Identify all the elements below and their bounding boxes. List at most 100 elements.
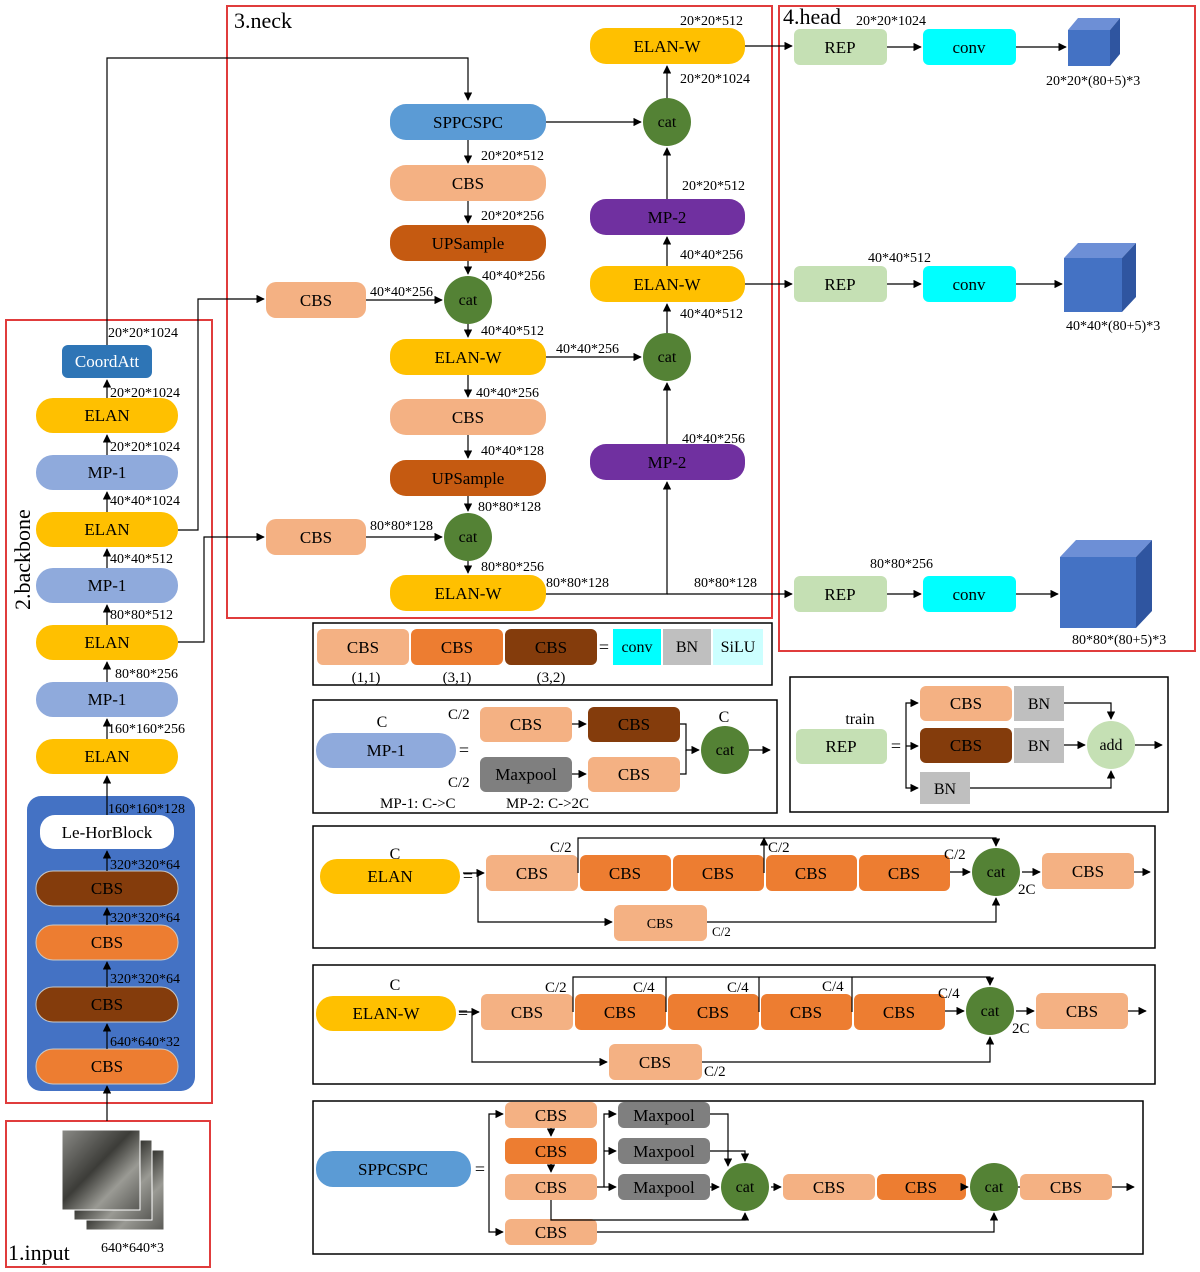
legend-mp-box bbox=[312, 699, 778, 814]
neck-size-r4: 20*20*512 bbox=[682, 179, 745, 194]
backbone-size-13: 20*20*1024 bbox=[108, 326, 178, 341]
neck-elanw-3: ELAN-W bbox=[590, 266, 745, 302]
legend-spp-equals: = bbox=[475, 1159, 485, 1179]
legend-spp-cat-2-label: cat bbox=[985, 1179, 1004, 1196]
legend-conv-label: conv bbox=[621, 639, 652, 656]
neck-cbs-left-1-label: CBS bbox=[300, 291, 332, 310]
legend-mp-note-2: MP-2: C->2C bbox=[506, 796, 589, 812]
head-output-cube-2 bbox=[1064, 243, 1136, 312]
legend-rep-bn-3-label: BN bbox=[934, 781, 957, 798]
legend-rep-equals: = bbox=[891, 736, 901, 756]
legend-elanw-cbs-bottom: CBS bbox=[609, 1044, 702, 1080]
legend-rep-bn-2: BN bbox=[1014, 728, 1064, 763]
legend-mp-arrows bbox=[572, 719, 771, 779]
head-rep-1: REP bbox=[794, 29, 887, 65]
neck-size-a5: 40*40*512 bbox=[481, 324, 544, 339]
legend-spp-cbs-5-label: CBS bbox=[813, 1178, 845, 1197]
neck-cbs-1-label: CBS bbox=[452, 174, 484, 193]
legend-rep-cbs-1-label: CBS bbox=[950, 694, 982, 713]
legend-elan-cbs-out-label: CBS bbox=[1072, 862, 1104, 881]
head-size-h2: 40*40*512 bbox=[868, 251, 931, 266]
legend-elanw-label-2c: 2C bbox=[1012, 1021, 1030, 1037]
neck-size-r3: 40*40*256 bbox=[680, 248, 743, 263]
neck-size-a10: 80*80*128 bbox=[370, 519, 433, 534]
head-rep-1-label: REP bbox=[824, 38, 855, 57]
head-section-label: 4.head bbox=[783, 4, 841, 29]
legend-elanw-cbs-bottom-label: CBS bbox=[639, 1053, 671, 1072]
legend-rep-bn-2-label: BN bbox=[1028, 738, 1051, 755]
legend-mp1: MP-1 bbox=[316, 733, 456, 768]
legend-elan-cbs-2: CBS bbox=[673, 855, 764, 891]
legend-elanw-cbs-0: CBS bbox=[481, 994, 573, 1030]
neck-size-a8: 40*40*128 bbox=[481, 444, 544, 459]
neck-upsample-1: UPSample bbox=[390, 225, 546, 261]
legend-mp-cbs-top2: CBS bbox=[588, 707, 680, 742]
legend-cbs-equals: = bbox=[599, 637, 609, 657]
legend-mp-cbs-top2-label: CBS bbox=[618, 715, 650, 734]
legend-spp-maxpool-2: Maxpool bbox=[618, 1138, 710, 1164]
backbone-elan-4: ELAN bbox=[36, 398, 178, 433]
backbone-cbs-3-label: CBS bbox=[91, 933, 123, 952]
legend-spp-cbs-3: CBS bbox=[505, 1174, 597, 1200]
legend-elan-cbs-1-label: CBS bbox=[609, 864, 641, 883]
legend-spp-maxpool-3-label: Maxpool bbox=[633, 1178, 695, 1197]
neck-size-r6: 20*20*512 bbox=[680, 14, 743, 29]
backbone-size-8: 80*80*512 bbox=[110, 608, 173, 623]
legend-elanw-label-bottom: C/2 bbox=[704, 1064, 726, 1080]
legend-elanw-cbs-1: CBS bbox=[575, 994, 666, 1030]
legend-elanw-cbs-2-label: CBS bbox=[697, 1003, 729, 1022]
backbone-elan-1: ELAN bbox=[36, 739, 178, 774]
backbone-size-12: 20*20*1024 bbox=[110, 386, 180, 401]
input-section-label: 1.input bbox=[8, 1240, 70, 1265]
legend-elan-arrows bbox=[463, 837, 1151, 927]
neck-cat-2-label: cat bbox=[459, 529, 478, 546]
legend-spp-cbs-6-label: CBS bbox=[905, 1178, 937, 1197]
head-size-h3: 80*80*128 bbox=[694, 576, 757, 591]
legend-mp1-label: MP-1 bbox=[367, 741, 406, 760]
neck-cbs-left-2: CBS bbox=[266, 519, 366, 555]
backbone-size-5: 160*160*128 bbox=[108, 802, 185, 817]
legend-mp-cat-label: cat bbox=[716, 742, 735, 759]
head-conv-1-label: conv bbox=[952, 38, 986, 57]
legend-spp-maxpool-1-label: Maxpool bbox=[633, 1106, 695, 1125]
legend-spp-cbs-2: CBS bbox=[505, 1138, 597, 1164]
legend-elan-block: ELAN bbox=[320, 859, 460, 894]
head-size-h1: 20*20*1024 bbox=[856, 14, 926, 29]
legend-elan-cbs-4: CBS bbox=[859, 855, 950, 891]
neck-cat-4: cat bbox=[643, 98, 691, 146]
backbone-size-3: 320*320*64 bbox=[110, 911, 180, 926]
neck-upsample-2: UPSample bbox=[390, 460, 546, 496]
neck-size-r2: 40*40*512 bbox=[680, 307, 743, 322]
legend-mp-c-half-2: C/2 bbox=[448, 775, 470, 791]
legend-silu: SiLU bbox=[713, 629, 763, 665]
legend-elan-c: C bbox=[390, 846, 401, 863]
legend-elan-cbs-1: CBS bbox=[580, 855, 671, 891]
head-rep-2: REP bbox=[794, 266, 887, 302]
backbone-size-6: 160*160*256 bbox=[108, 722, 185, 737]
head-size-h4: 80*80*256 bbox=[870, 557, 933, 572]
head-conv-3-label: conv bbox=[952, 585, 986, 604]
legend-rep-cbs-2-label: CBS bbox=[950, 736, 982, 755]
legend-cbs-1x1: CBS bbox=[317, 629, 409, 665]
legend-elanw-label-5: C/4 bbox=[938, 986, 960, 1002]
legend-elan-cbs-bottom: CBS bbox=[614, 905, 707, 941]
legend-elan-cbs-2-label: CBS bbox=[702, 864, 734, 883]
backbone-mp1-3: MP-1 bbox=[36, 455, 178, 490]
legend-cbs-kernel-a: (1,1) bbox=[352, 670, 381, 686]
legend-spp-box bbox=[312, 1100, 1144, 1255]
legend-elanw-box bbox=[312, 964, 1156, 1085]
legend-elanw-label-2: C/4 bbox=[633, 980, 655, 996]
backbone-mp1-2-label: MP-1 bbox=[88, 576, 127, 595]
legend-rep-bn-1: BN bbox=[1014, 686, 1064, 721]
legend-rep-block: REP bbox=[796, 729, 887, 764]
neck-sppcspc-label: SPPCSPC bbox=[433, 113, 503, 132]
legend-elan-equals: = bbox=[463, 866, 473, 886]
legend-rep-arrows bbox=[905, 698, 1163, 793]
neck-size-a3: 40*40*256 bbox=[482, 269, 545, 284]
neck-cbs-2: CBS bbox=[390, 399, 546, 435]
legend-elanw-label-4: C/4 bbox=[822, 979, 844, 995]
neck-cbs-left-2-label: CBS bbox=[300, 528, 332, 547]
neck-elanw-1-label: ELAN-W bbox=[434, 348, 502, 367]
legend-cbs-kernel-c: (3,2) bbox=[537, 670, 566, 686]
legend-spp-cbs-5: CBS bbox=[783, 1174, 875, 1200]
